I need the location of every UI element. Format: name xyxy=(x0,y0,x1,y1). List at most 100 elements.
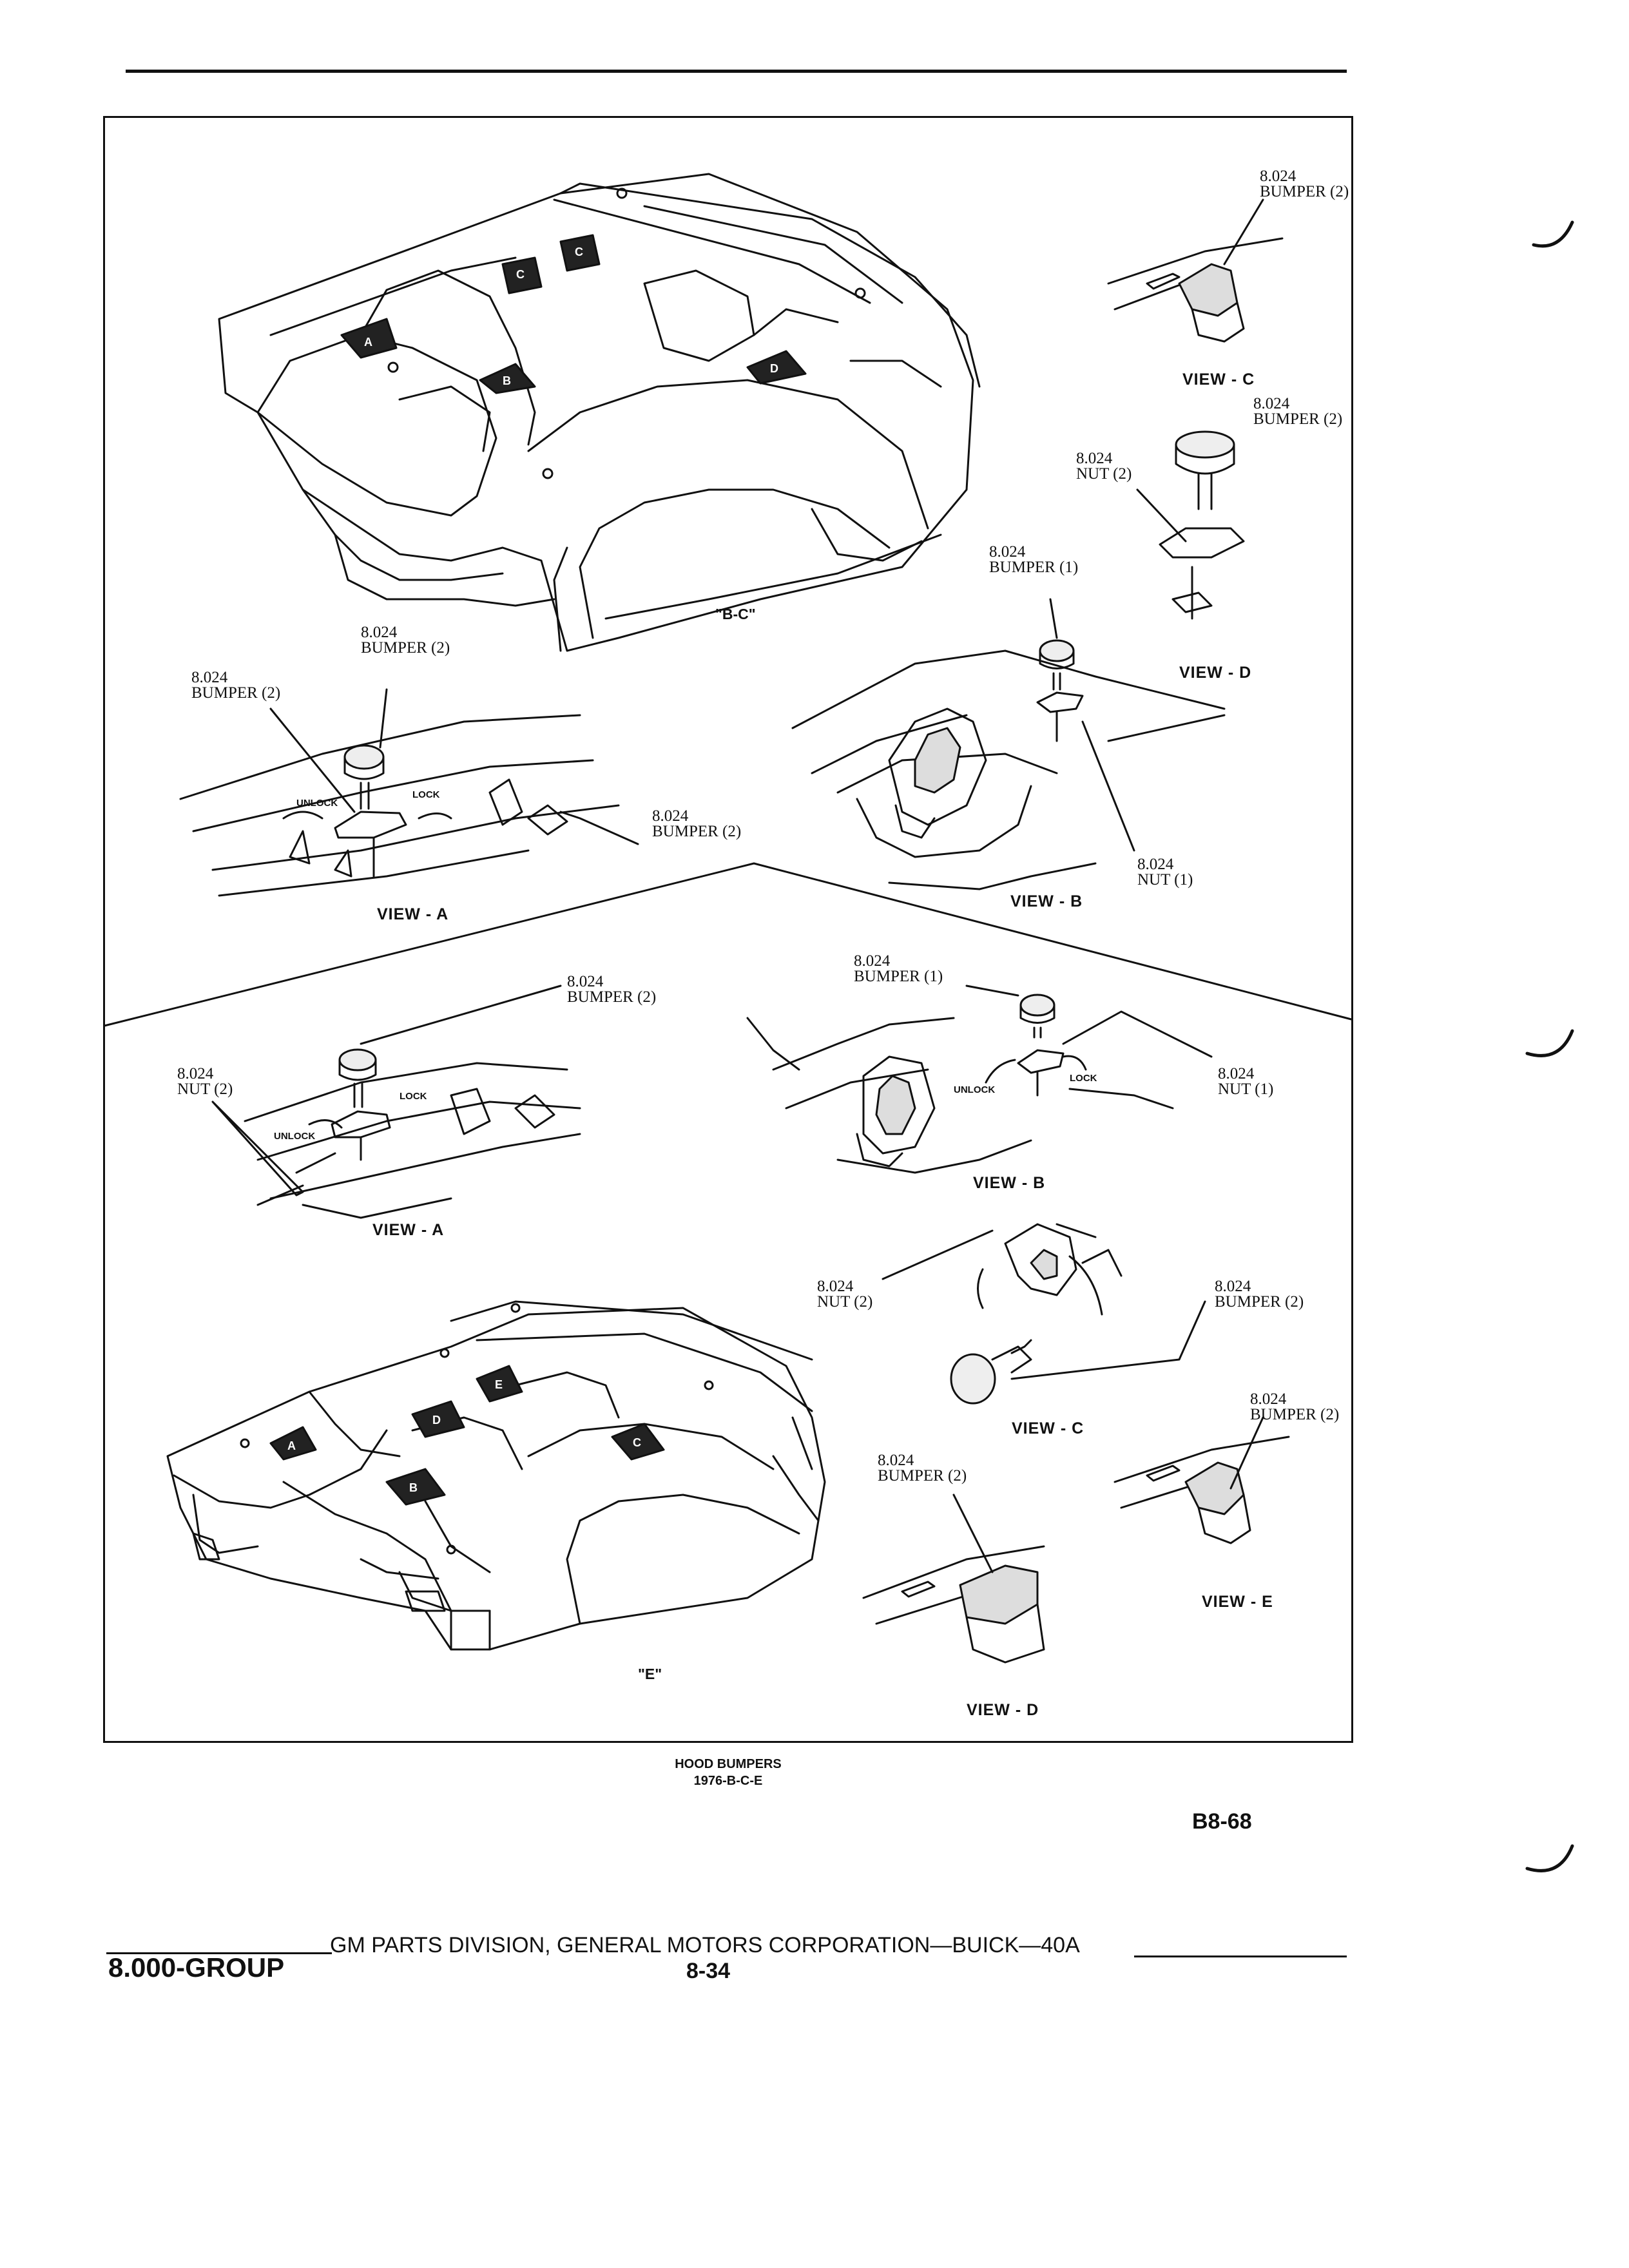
part-code: 8.024 xyxy=(1253,395,1290,412)
arrow-letter-c: C xyxy=(575,245,583,258)
part-label: BUMPER (2) xyxy=(567,988,657,1006)
part-label: BUMPER (2) xyxy=(878,1467,967,1485)
callout-bot-bumper-a: 8.024 BUMPER (2) xyxy=(567,974,656,1005)
arrow-letter-d: D xyxy=(770,362,778,375)
callout-bot-nut-a: 8.024 NUT (2) xyxy=(177,1066,233,1097)
view-a-bottom-label: VIEW - A xyxy=(372,1221,445,1239)
part-label: BUMPER (2) xyxy=(652,823,742,840)
lock-label: LOCK xyxy=(1070,1073,1097,1084)
callout-top-nut-b: 8.024 NUT (1) xyxy=(1137,856,1193,889)
model-label-top: "B-C" xyxy=(715,606,756,622)
part-code: 8.024 xyxy=(191,669,228,686)
view-d-top-label: VIEW - D xyxy=(1179,664,1252,682)
part-code: 8.024 xyxy=(817,1278,854,1295)
part-label: NUT (2) xyxy=(177,1081,233,1098)
part-code: 8.024 xyxy=(1137,856,1174,873)
part-label: BUMPER (2) xyxy=(1250,1406,1340,1423)
unlock-label: UNLOCK xyxy=(954,1084,996,1095)
arrow-letter-a: A xyxy=(364,336,372,349)
view-b-top-art xyxy=(791,598,1226,890)
arrow-letter-a: A xyxy=(287,1439,296,1452)
page-number: 8-34 xyxy=(686,1959,731,1983)
binder-mark-2 xyxy=(1525,1029,1574,1057)
callout-top-bumper-b: 8.024 BUMPER (1) xyxy=(989,544,1078,575)
binder-mark-3 xyxy=(1525,1844,1574,1872)
arrows-bc xyxy=(340,234,807,394)
part-code: 8.024 xyxy=(1215,1278,1251,1295)
view-c-top-label: VIEW - C xyxy=(1182,370,1255,389)
unlock-label: UNLOCK xyxy=(274,1131,316,1142)
callout-bot-bumper-b: 8.024 BUMPER (1) xyxy=(854,952,943,985)
callout-top-bumper-c: 8.024 BUMPER (2) xyxy=(1260,168,1349,200)
figure-caption: HOOD BUMPERS 1976-B-C-E xyxy=(670,1756,786,1789)
model-label-bottom: "E" xyxy=(638,1666,662,1682)
part-label: BUMPER (2) xyxy=(191,684,281,702)
callout-bot-bumper-e: 8.024 BUMPER (2) xyxy=(1250,1390,1340,1423)
arrow-letter-b: B xyxy=(409,1481,418,1494)
callout-top-bumper-a-right: 8.024 BUMPER (2) xyxy=(652,807,742,840)
diagram-frame xyxy=(103,116,1353,1743)
callout-bot-nut-c: 8.024 NUT (2) xyxy=(817,1278,873,1311)
arrow-letter-c: C xyxy=(516,268,525,281)
part-label: NUT (1) xyxy=(1218,1081,1274,1098)
view-c-top-art xyxy=(1107,198,1284,343)
part-label: BUMPER (1) xyxy=(854,968,943,985)
view-b-bottom-label: VIEW - B xyxy=(973,1174,1046,1192)
callout-top-bumper-a-left: 8.024 BUMPER (2) xyxy=(191,669,281,702)
footer-text: GM PARTS DIVISION, GENERAL MOTORS CORPOR… xyxy=(330,1933,1080,1957)
caption-subtitle: 1976-B-C-E xyxy=(693,1774,763,1788)
section-divider xyxy=(103,862,1353,1027)
part-label: BUMPER (2) xyxy=(361,639,450,657)
group-label: 8.000-GROUP xyxy=(108,1952,285,1983)
view-e-bottom-label: VIEW - E xyxy=(1202,1593,1273,1611)
part-code: 8.024 xyxy=(1260,168,1296,185)
footer-rule-right xyxy=(1134,1956,1347,1957)
unlock-label: UNLOCK xyxy=(296,798,338,809)
part-label: BUMPER (2) xyxy=(1260,183,1349,200)
view-d-bottom-art xyxy=(862,1494,1045,1664)
callout-bot-nut-b: 8.024 NUT (1) xyxy=(1218,1066,1273,1097)
part-label: NUT (1) xyxy=(1137,871,1193,889)
view-a-top-art xyxy=(179,688,639,897)
part-label: BUMPER (2) xyxy=(1215,1293,1304,1311)
view-d-top-art xyxy=(1136,430,1245,620)
view-c-bottom-art xyxy=(882,1223,1206,1405)
binder-mark-1 xyxy=(1532,220,1574,248)
view-c-bottom-label: VIEW - C xyxy=(1012,1419,1084,1437)
page-id: B8-68 xyxy=(1192,1809,1252,1834)
lock-label: LOCK xyxy=(400,1091,427,1102)
part-code: 8.024 xyxy=(652,807,689,825)
part-code: 8.024 xyxy=(878,1452,914,1469)
part-label: NUT (2) xyxy=(1076,465,1132,483)
callout-top-nut-d: 8.024 NUT (2) xyxy=(1076,450,1132,483)
part-code: 8.024 xyxy=(989,543,1026,561)
part-code: 8.024 xyxy=(1076,450,1113,467)
part-code: 8.024 xyxy=(567,973,604,990)
part-label: BUMPER (2) xyxy=(1253,410,1343,428)
view-b-bottom-art xyxy=(746,985,1213,1174)
arrow-letter-e: E xyxy=(495,1378,503,1391)
lock-label: LOCK xyxy=(412,789,440,800)
callout-bot-bumper-c: 8.024 BUMPER (2) xyxy=(1215,1278,1304,1311)
top-rule xyxy=(126,70,1347,73)
part-code: 8.024 xyxy=(177,1065,214,1082)
view-b-top-label: VIEW - B xyxy=(1010,892,1083,910)
part-label: NUT (2) xyxy=(817,1293,873,1311)
car-body-bc xyxy=(218,173,981,652)
car-body-e xyxy=(166,1300,826,1651)
arrow-letter-c: C xyxy=(633,1436,641,1449)
arrow-letter-d: D xyxy=(432,1414,441,1427)
view-a-top-label: VIEW - A xyxy=(377,905,449,923)
callout-top-bumper-a-upper: 8.024 BUMPER (2) xyxy=(361,624,450,657)
view-e-bottom-art xyxy=(1113,1416,1290,1544)
part-label: BUMPER (1) xyxy=(989,559,1079,576)
part-code: 8.024 xyxy=(1250,1390,1287,1408)
arrow-letter-b: B xyxy=(503,374,511,387)
part-code: 8.024 xyxy=(361,624,398,641)
part-code: 8.024 xyxy=(1218,1065,1255,1082)
arrows-e xyxy=(269,1365,665,1506)
part-code: 8.024 xyxy=(854,952,891,970)
callout-top-bumper-d: 8.024 BUMPER (2) xyxy=(1253,396,1342,427)
view-a-bottom-art xyxy=(211,985,581,1219)
footer-rule-left xyxy=(106,1952,332,1954)
